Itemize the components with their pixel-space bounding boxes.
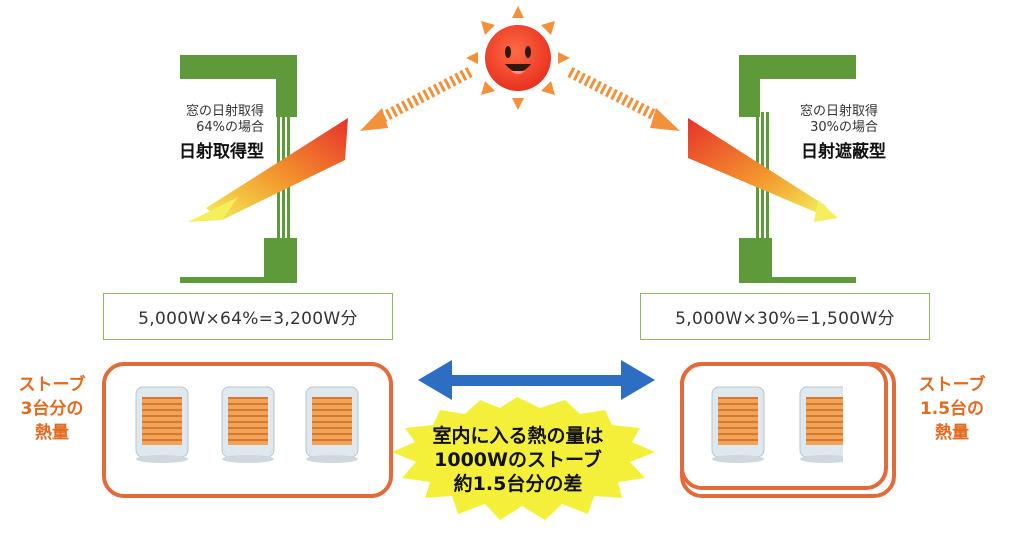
left-stove-label-line1: ストーブ xyxy=(18,375,86,395)
left-ray-arrow xyxy=(360,67,473,131)
left-formula-text: 5,000W×64%=3,200W分 xyxy=(138,309,358,329)
left-sun-beam xyxy=(188,118,348,222)
double-arrow xyxy=(418,360,655,400)
right-formula-box: 5,000W×30%=1,500W分 xyxy=(640,293,930,340)
right-stove-label-line2: 1.5台の xyxy=(919,399,985,419)
half-heater-icon xyxy=(799,386,853,463)
highlight-burst xyxy=(392,397,655,520)
sun-icon xyxy=(466,6,570,110)
left-window-label-line1: 窓の日射取得 xyxy=(185,104,264,119)
left-formula-box: 5,000W×64%=3,200W分 xyxy=(103,293,393,340)
right-window-label-line2: 30%の場合 xyxy=(810,120,878,135)
right-type-label: 日射遮蔽型 xyxy=(801,142,886,162)
right-formula-text: 5,000W×30%=1,500W分 xyxy=(675,309,895,329)
heater-icon xyxy=(221,386,275,463)
right-stove-label: ストーブ 1.5台の 熱量 xyxy=(910,373,994,445)
right-sun-beam xyxy=(688,118,838,222)
right-stove-label-line1: ストーブ xyxy=(918,375,986,395)
left-stove-label: ストーブ 3台分の 熱量 xyxy=(10,373,94,445)
right-window-label-line1: 窓の日射取得 xyxy=(799,104,878,119)
heater-icon xyxy=(711,386,765,463)
burst-line2: 1000Wのストーブ xyxy=(434,449,602,471)
right-ray-arrow xyxy=(567,67,680,131)
left-stove-label-line3: 熱量 xyxy=(35,423,69,443)
left-stove-label-line2: 3台分の xyxy=(20,399,84,419)
burst-line3: 約1.5台分の差 xyxy=(453,473,583,495)
right-stove-label-line3: 熱量 xyxy=(935,423,969,443)
left-window-label-line2: 64%の場合 xyxy=(196,120,264,135)
left-type-label: 日射取得型 xyxy=(179,142,264,162)
burst-message: 室内に入る熱の量は 1000Wのストーブ 約1.5台分の差 xyxy=(412,424,624,496)
heater-icon xyxy=(135,386,189,463)
heater-icon xyxy=(305,386,359,463)
burst-line1: 室内に入る熱の量は xyxy=(432,425,604,447)
